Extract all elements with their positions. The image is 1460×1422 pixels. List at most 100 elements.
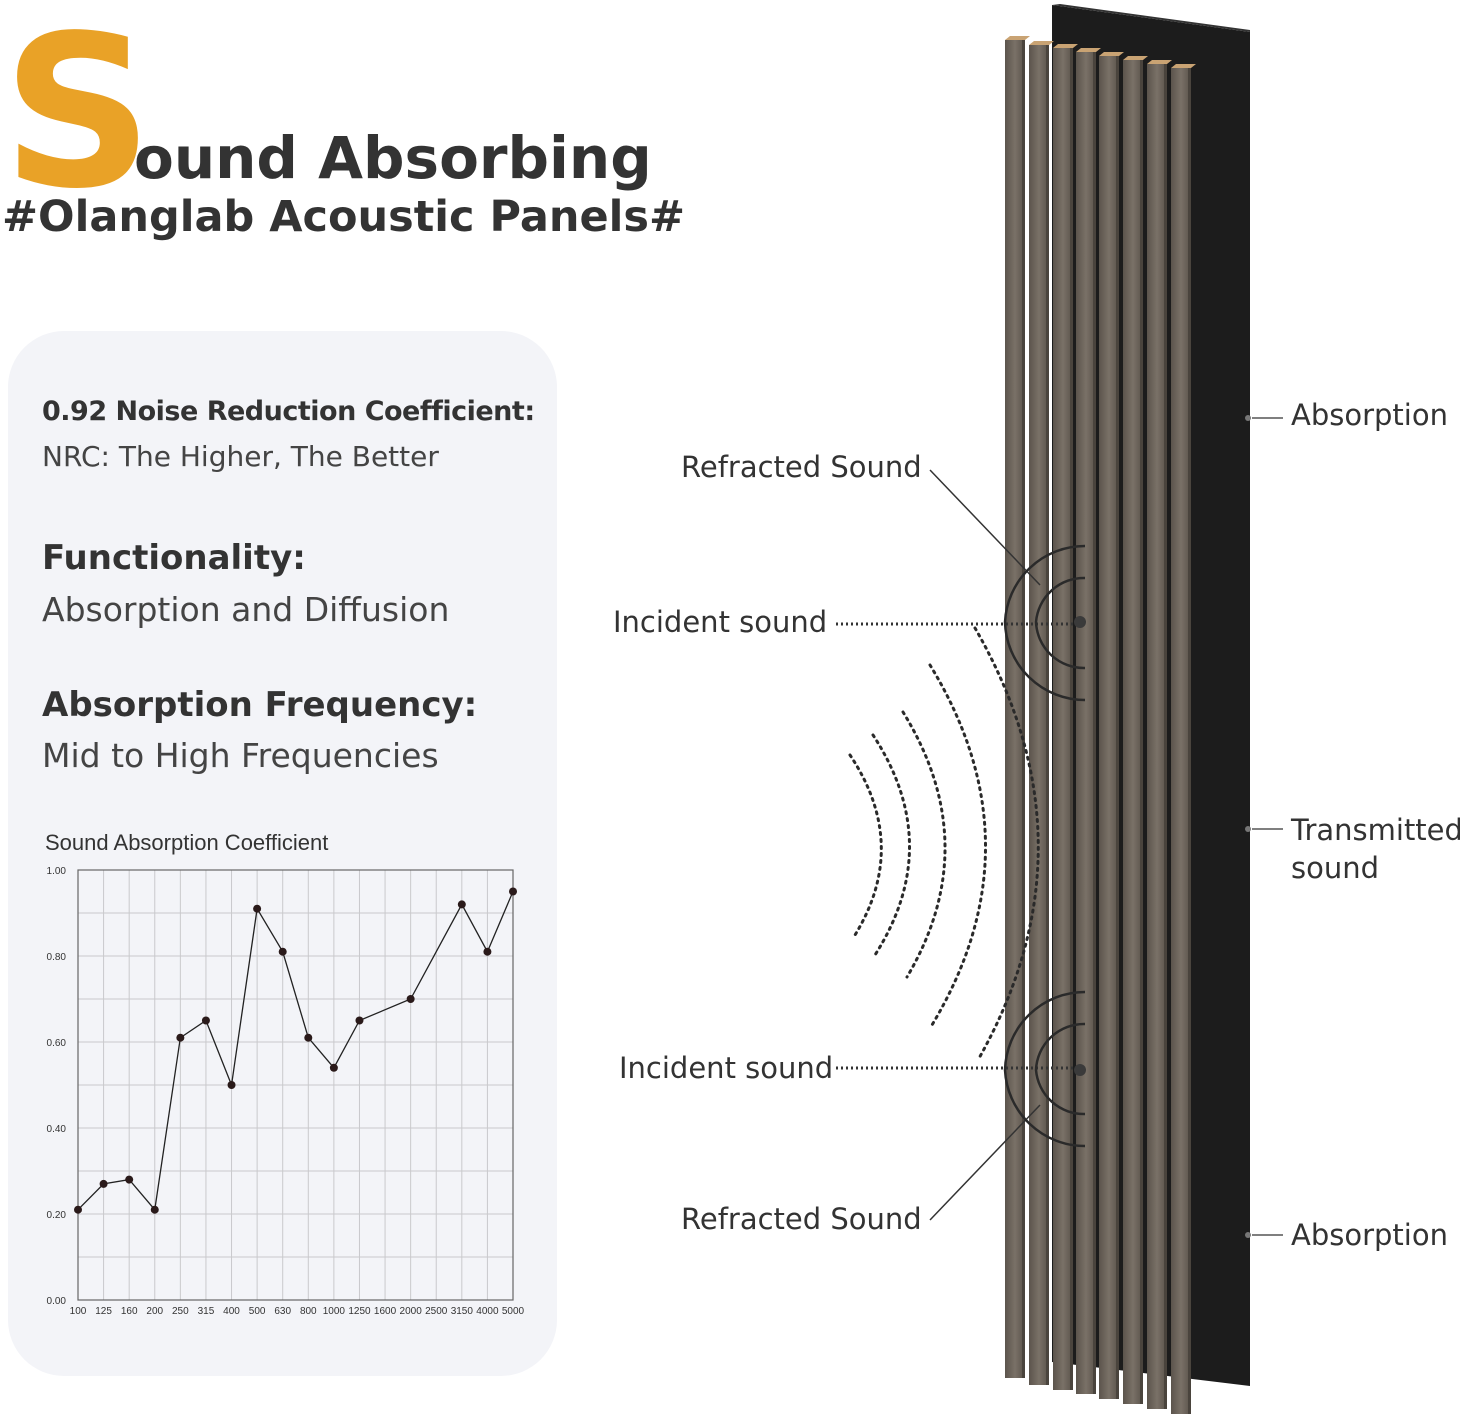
x-tick-label: 1000 (323, 1306, 346, 1317)
wood-slat-top (1099, 52, 1124, 56)
wood-slat (1147, 64, 1167, 1409)
incident-top-point (1074, 616, 1086, 628)
y-tick-label: 0.40 (47, 1124, 67, 1135)
y-tick-label: 0.20 (47, 1210, 67, 1221)
wood-slat-top (1029, 41, 1054, 45)
nrc-detail: NRC: The Higher, The Better (42, 440, 439, 473)
chart-title: Sound Absorption Coefficient (45, 830, 329, 855)
wood-slat (1171, 68, 1191, 1414)
incident-bottom-label: Incident sound (619, 1051, 833, 1085)
data-point (329, 1063, 338, 1072)
y-tick-label: 0.60 (47, 1038, 67, 1049)
wood-slat-edge (1140, 60, 1143, 1404)
title-initial-letter: S (2, 0, 154, 235)
chart-grid (77, 869, 514, 1301)
chart-frame (77, 869, 514, 1301)
x-tick-label: 200 (146, 1306, 163, 1317)
data-point (99, 1179, 108, 1188)
data-point (125, 1175, 134, 1184)
refracted-bottom-leader (929, 1104, 1041, 1221)
transmitted-label-line1: Transmitted (1290, 813, 1460, 847)
wood-slats (1005, 36, 1196, 1414)
wood-slat (1099, 56, 1119, 1399)
absorption-chart: 0.00 0.20 0.40 0.60 0.80 1.00 100 125 160 200 250 3… (47, 866, 525, 1317)
series-line (77, 891, 514, 1212)
wood-slat-top (1076, 48, 1101, 52)
x-tick-label: 5000 (502, 1306, 525, 1317)
incident-top-label: Incident sound (613, 605, 827, 639)
wood-slat (1076, 52, 1096, 1394)
x-tick-label: 2000 (400, 1306, 423, 1317)
wood-slat-edge (1093, 52, 1096, 1394)
data-point (150, 1205, 159, 1214)
y-tick-label: 0.80 (47, 952, 67, 963)
wood-slat-top (1147, 60, 1172, 64)
x-tick-label: 100 (70, 1306, 87, 1317)
x-tick-label: 250 (172, 1306, 189, 1317)
data-point (201, 1016, 210, 1025)
y-tick-label: 1.00 (47, 866, 67, 877)
page-title: ound Absorbing (134, 124, 652, 192)
page-subtitle: #Olanglab Acoustic Panels# (2, 192, 686, 242)
x-tick-label: 1250 (348, 1306, 371, 1317)
wood-slat (1053, 48, 1073, 1390)
wood-slat-top (1171, 64, 1196, 68)
x-tick-label: 630 (274, 1306, 291, 1317)
nrc-heading: 0.92 Noise Reduction Coefficient: (42, 396, 535, 427)
wood-slat-edge (1022, 40, 1025, 1378)
data-point (304, 1033, 313, 1042)
x-tick-label: 1600 (374, 1306, 397, 1317)
data-point (406, 995, 415, 1003)
functionality-detail: Absorption and Diffusion (42, 590, 450, 629)
chart-line-layer (77, 891, 514, 1212)
absorption-bottom-label: Absorption (1291, 1218, 1448, 1252)
transmitted-callout (1245, 826, 1283, 832)
data-point (355, 1016, 364, 1025)
refraction-arcs-top (1003, 544, 1086, 702)
data-point (227, 1081, 236, 1089)
x-tick-label: 400 (223, 1306, 240, 1317)
absorption-top-callout (1245, 415, 1283, 421)
wood-slat-edge (1164, 64, 1167, 1409)
refracted-top-leader (929, 469, 1041, 586)
panel-diagram: Absorption Refracted Sound Incident soun… (613, 4, 1460, 1414)
sound-waves-icon (848, 626, 1040, 1062)
x-tick-label: 160 (121, 1306, 138, 1317)
x-tick-label: 315 (198, 1306, 215, 1317)
chart-ticks: 0.00 0.20 0.40 0.60 0.80 1.00 100 125 160 200 250 3… (47, 866, 525, 1317)
refracted-bottom-label: Refracted Sound (681, 1202, 922, 1236)
x-tick-label: 125 (95, 1306, 112, 1317)
absorption-bottom-callout (1245, 1232, 1283, 1238)
data-point (509, 887, 517, 896)
transmitted-label-line2: sound (1291, 851, 1379, 885)
x-tick-label: 2500 (425, 1306, 448, 1317)
data-point (253, 904, 262, 913)
wood-slat-edge (1116, 56, 1119, 1399)
y-tick-label: 0.00 (47, 1296, 67, 1307)
wood-slat-top (1123, 56, 1148, 60)
frequency-detail: Mid to High Frequencies (42, 736, 439, 775)
wood-slat (1123, 60, 1143, 1404)
wood-slat-edge (1188, 68, 1191, 1414)
x-tick-label: 800 (300, 1306, 317, 1317)
x-tick-label: 500 (249, 1306, 266, 1317)
incident-bottom-point (1074, 1064, 1086, 1076)
wood-slat-top (1053, 44, 1078, 48)
x-tick-label: 3150 (451, 1306, 474, 1317)
frequency-heading: Absorption Frequency: (42, 685, 478, 725)
wood-slat (1029, 45, 1049, 1385)
wood-slat-edge (1070, 48, 1073, 1390)
wood-slat-edge (1046, 45, 1049, 1385)
functionality-heading: Functionality: (42, 538, 306, 578)
refraction-arcs-bottom (1003, 990, 1086, 1148)
absorption-top-label: Absorption (1291, 398, 1448, 432)
data-point (457, 900, 466, 909)
x-tick-label: 4000 (476, 1306, 499, 1317)
data-point (483, 947, 492, 956)
chart-points (74, 887, 517, 1214)
data-point (278, 947, 287, 956)
refracted-top-label: Refracted Sound (681, 450, 922, 484)
header: S ound Absorbing #Olanglab Acoustic Pane… (0, 8, 760, 250)
data-point (74, 1205, 82, 1214)
wood-slat-top (1005, 36, 1030, 40)
